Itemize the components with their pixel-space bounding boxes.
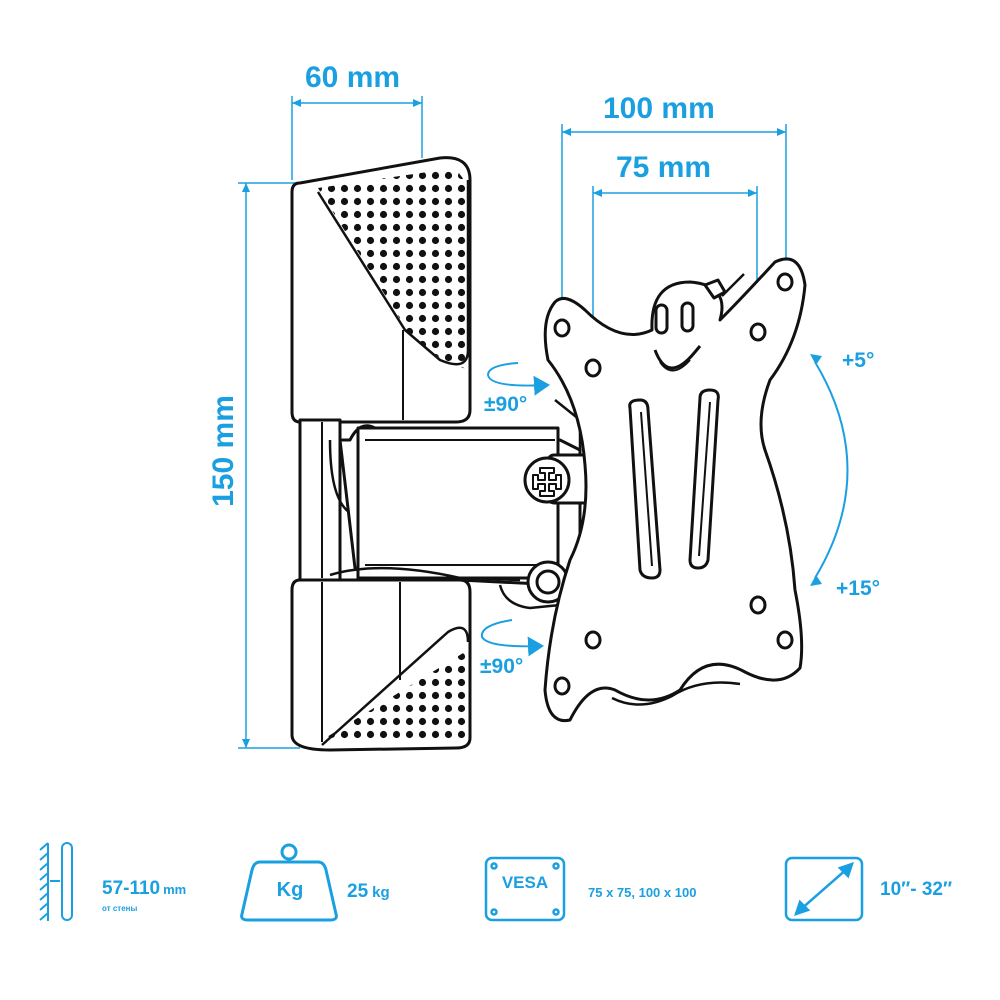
rotation-arrows bbox=[480, 361, 849, 657]
swivel-lower-label: ±90° bbox=[480, 655, 524, 678]
screen-size-value: 10″- 32″ bbox=[880, 879, 953, 900]
dim-100-label: 100 mm bbox=[603, 92, 715, 125]
vesa-icon bbox=[484, 856, 566, 922]
weight-icon-label: Kg bbox=[276, 879, 304, 901]
swivel-upper-arrow bbox=[486, 362, 550, 396]
dimension-lines bbox=[238, 96, 787, 749]
dim-75-label: 75 mm bbox=[616, 151, 712, 184]
wall-distance-note: от стены bbox=[102, 904, 138, 913]
screen-diagonal-icon bbox=[784, 856, 864, 922]
swivel-lower-arrow bbox=[480, 619, 544, 657]
wall-plate-column bbox=[298, 418, 355, 582]
tilt-up-label: +5° bbox=[842, 349, 875, 372]
wall-distance-icon bbox=[39, 842, 73, 921]
vesa-plate bbox=[543, 257, 807, 723]
weight-icon bbox=[240, 843, 338, 922]
dim-60-label: 60 mm bbox=[305, 61, 401, 94]
tilt-down-label: +15° bbox=[836, 577, 881, 600]
swivel-arm bbox=[329, 399, 596, 610]
vesa-patterns-value: 75 x 75, 100 x 100 bbox=[588, 885, 697, 900]
dim-150-label: 150 mm bbox=[207, 395, 240, 507]
tilt-arrow bbox=[814, 361, 849, 579]
swivel-upper-label: ±90° bbox=[484, 393, 528, 416]
vesa-icon-label: VESA bbox=[501, 873, 549, 892]
